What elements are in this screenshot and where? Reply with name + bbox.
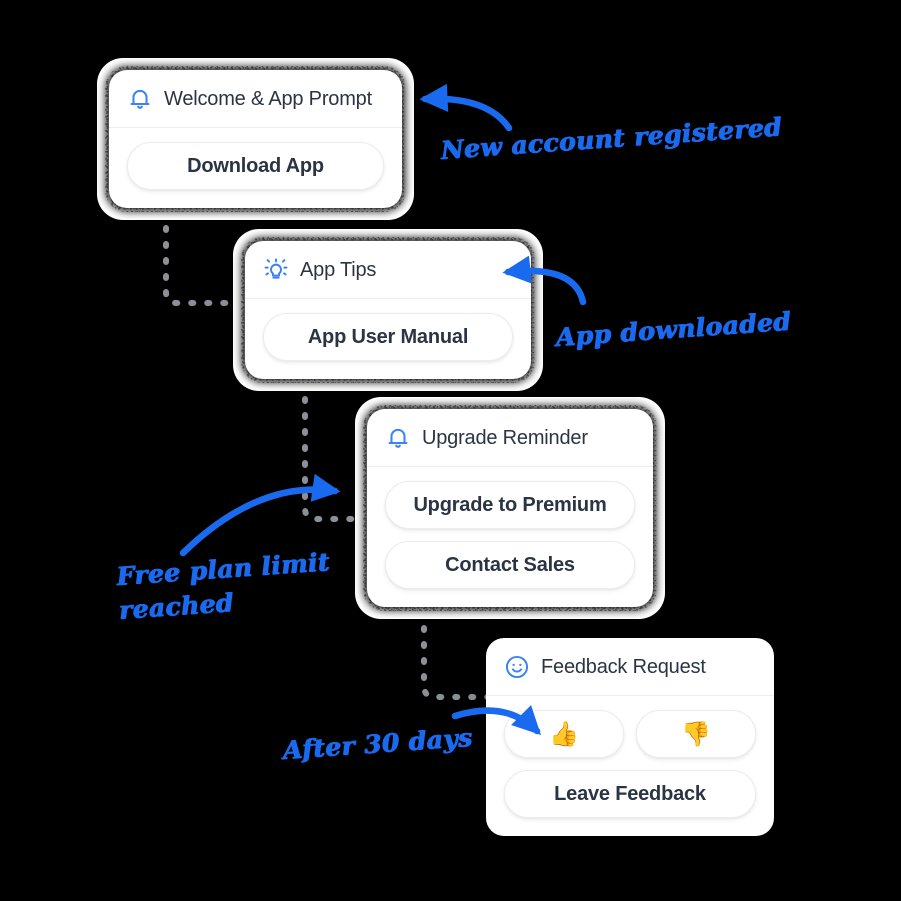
card-title: App Tips [300, 258, 377, 281]
annotation-after-30-days: After 30 days [281, 722, 474, 765]
card-body: Download App [109, 128, 402, 208]
card-inner: Upgrade Reminder Upgrade to Premium Cont… [367, 409, 653, 607]
bell-icon [127, 86, 153, 112]
card-body: 👍 👎 Leave Feedback [486, 696, 774, 836]
download-app-button[interactable]: Download App [127, 142, 384, 190]
arrow-to-upgrade-card [179, 473, 341, 557]
card-title: Upgrade Reminder [422, 426, 588, 449]
lightbulb-icon [263, 257, 289, 283]
app-user-manual-button[interactable]: App User Manual [263, 313, 513, 361]
card-welcome: Welcome & App Prompt Download App [97, 58, 414, 220]
button-row-feedback: Leave Feedback [504, 770, 756, 818]
card-header: Feedback Request [486, 638, 774, 696]
card-inner: Feedback Request 👍 👎 Leave Feedback [486, 638, 774, 836]
card-header: Welcome & App Prompt [109, 70, 402, 128]
button-row-reactions: 👍 👎 [504, 710, 756, 758]
thumbs-down-button[interactable]: 👎 [636, 710, 756, 758]
card-title: Welcome & App Prompt [164, 87, 372, 110]
annotation-new-account-registered: New account registered [439, 112, 784, 165]
card-header: App Tips [245, 241, 531, 299]
button-row: App User Manual [263, 313, 513, 361]
card-inner: App Tips App User Manual [245, 241, 531, 379]
card-upgrade-reminder: Upgrade Reminder Upgrade to Premium Cont… [355, 397, 665, 619]
card-app-tips: App Tips App User Manual [233, 229, 543, 391]
card-inner: Welcome & App Prompt Download App [109, 70, 402, 208]
upgrade-to-premium-button[interactable]: Upgrade to Premium [385, 481, 635, 529]
contact-sales-button[interactable]: Contact Sales [385, 541, 635, 589]
card-body: App User Manual [245, 299, 531, 379]
arrow-to-welcome-card [419, 83, 513, 132]
smiley-icon [504, 654, 530, 680]
bell-icon [385, 425, 411, 451]
button-row-secondary: Contact Sales [385, 541, 635, 589]
leave-feedback-button[interactable]: Leave Feedback [504, 770, 756, 818]
card-title: Feedback Request [541, 655, 706, 678]
button-row: Download App [127, 142, 384, 190]
card-body: Upgrade to Premium Contact Sales [367, 467, 653, 607]
card-feedback-request: Feedback Request 👍 👎 Leave Feedback [480, 632, 780, 842]
annotation-free-plan-limit-reached: Free plan limit reached [115, 547, 331, 625]
button-row-primary: Upgrade to Premium [385, 481, 635, 529]
thumbs-up-button[interactable]: 👍 [504, 710, 624, 758]
card-header: Upgrade Reminder [367, 409, 653, 467]
annotation-app-downloaded: App downloaded [554, 306, 793, 352]
